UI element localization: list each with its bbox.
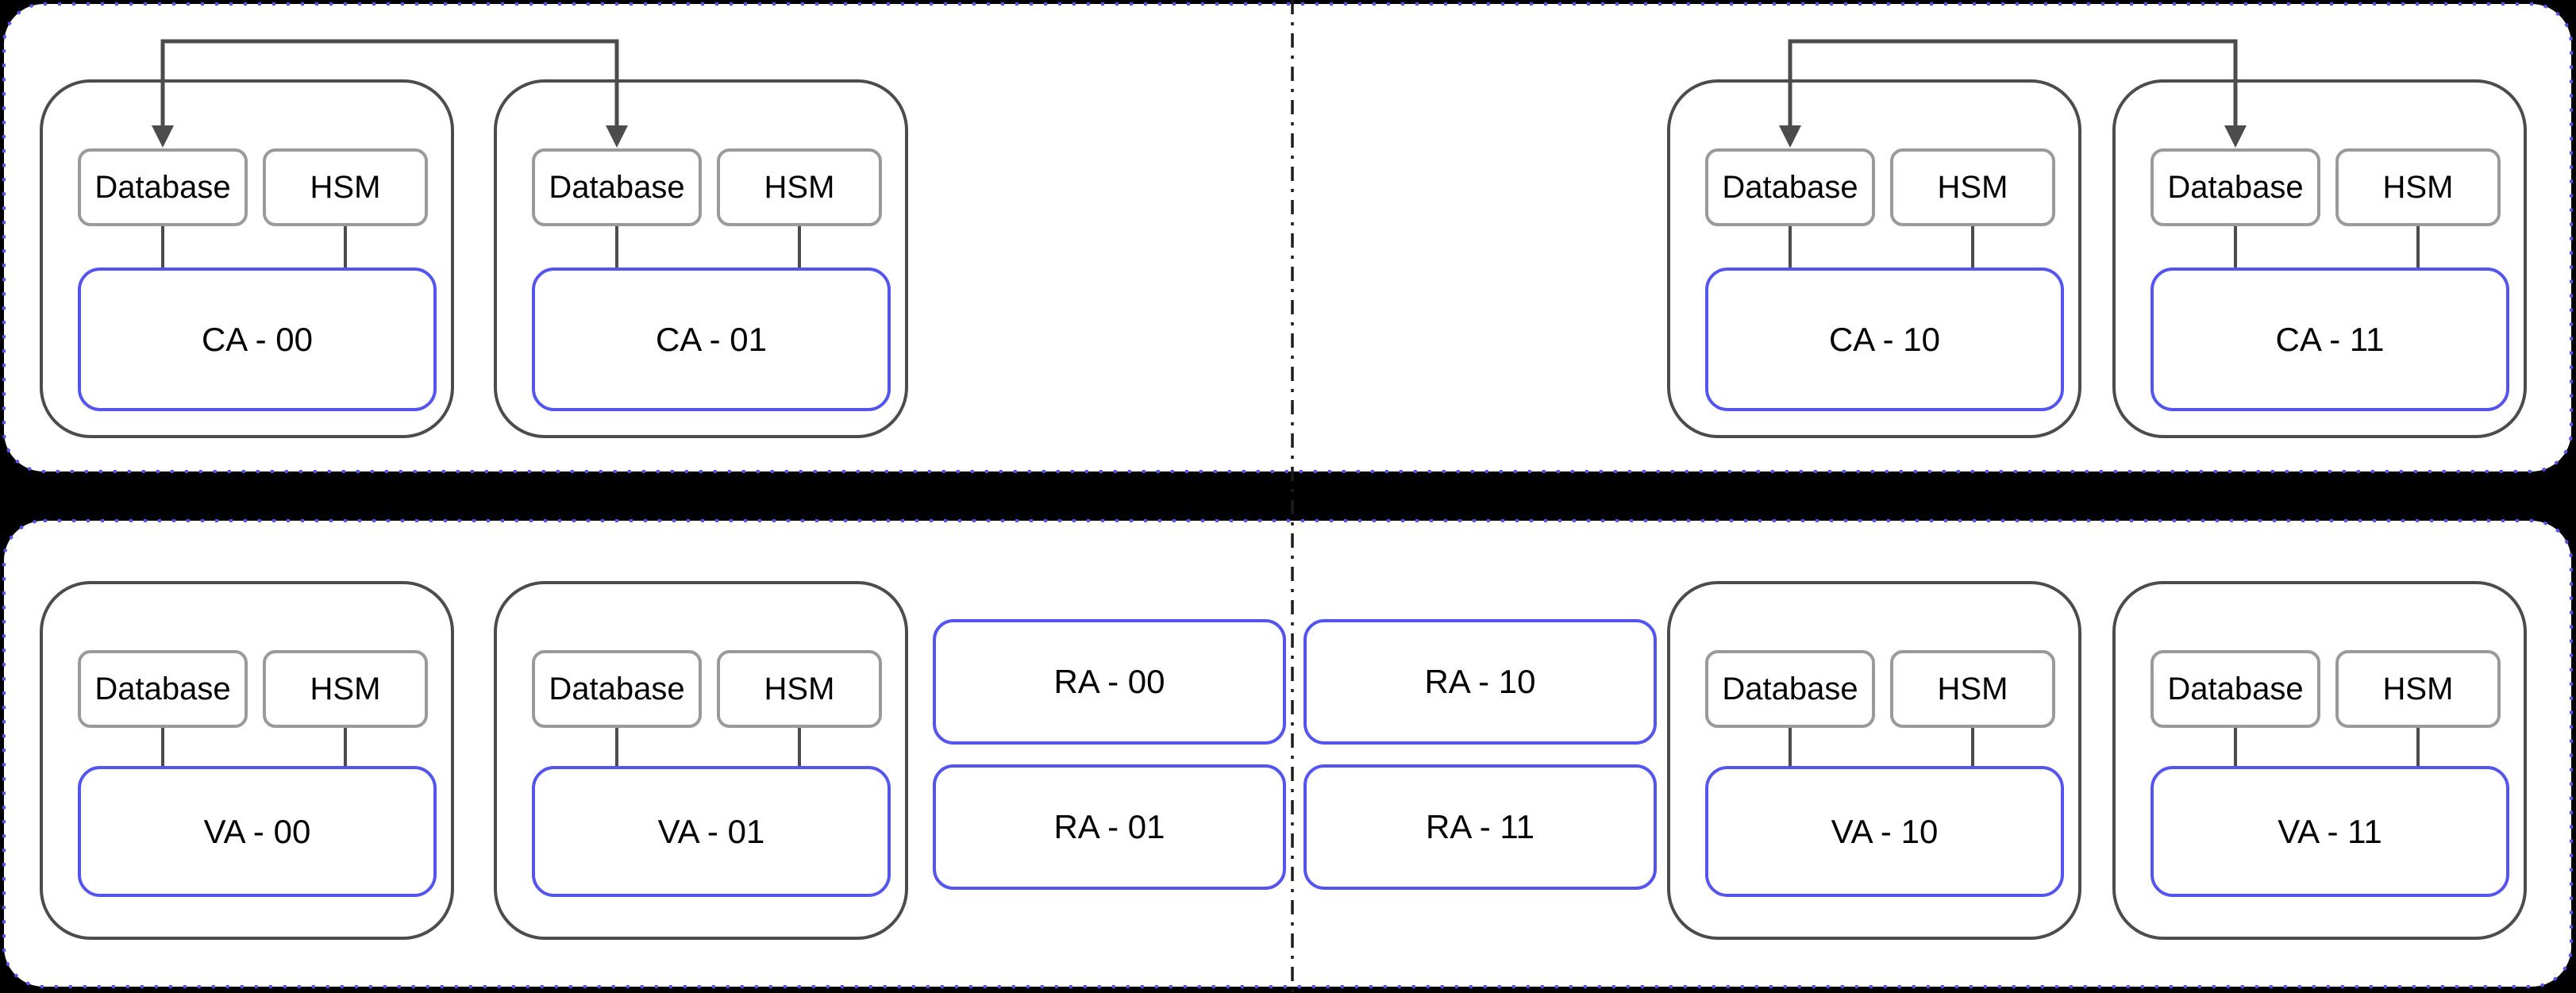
database-box: Database — [1705, 650, 1875, 728]
hsm-label: HSM — [2382, 169, 2454, 205]
va-00-node: VA - 00 — [78, 766, 437, 897]
database-label: Database — [2167, 671, 2304, 706]
ra-00-label: RA - 00 — [1053, 663, 1165, 700]
va-01-node: VA - 01 — [532, 766, 891, 897]
database-box: Database — [2151, 148, 2320, 226]
ca-11-node: CA - 11 — [2151, 267, 2509, 411]
va-11-label: VA - 11 — [2278, 812, 2382, 850]
hsm-box: HSM — [2335, 148, 2501, 226]
database-label: Database — [2167, 169, 2304, 205]
database-label: Database — [1722, 169, 1858, 205]
ra-01-node: RA - 01 — [933, 764, 1286, 890]
hsm-box: HSM — [1890, 148, 2055, 226]
ca-00-node: CA - 00 — [78, 267, 437, 411]
hsm-box: HSM — [717, 148, 882, 226]
va-11-node: VA - 11 — [2151, 766, 2509, 897]
hsm-label: HSM — [2382, 671, 2454, 706]
group-ca-10: Database HSM CA - 10 — [1667, 79, 2081, 438]
database-label: Database — [94, 169, 231, 205]
ra-10-node: RA - 10 — [1303, 619, 1657, 745]
va-10-node: VA - 10 — [1705, 766, 2064, 897]
database-box: Database — [78, 650, 248, 728]
database-box: Database — [78, 148, 248, 226]
ca-01-node: CA - 01 — [532, 267, 891, 411]
database-box: Database — [532, 148, 702, 226]
database-label: Database — [549, 169, 685, 205]
hsm-label: HSM — [310, 169, 381, 205]
va-01-label: VA - 01 — [657, 812, 765, 850]
ra-11-node: RA - 11 — [1303, 764, 1657, 890]
group-ca-00: Database HSM CA - 00 — [40, 79, 454, 438]
hsm-box: HSM — [263, 148, 428, 226]
hsm-label: HSM — [1937, 169, 2008, 205]
group-ca-01: Database HSM CA - 01 — [494, 79, 908, 438]
ra-10-label: RA - 10 — [1424, 663, 1536, 700]
group-va-01: Database HSM VA - 01 — [494, 581, 908, 940]
database-box: Database — [1705, 148, 1875, 226]
group-ca-11: Database HSM CA - 11 — [2112, 79, 2527, 438]
database-label: Database — [94, 671, 231, 706]
ra-11-label: RA - 11 — [1426, 808, 1534, 845]
hsm-label: HSM — [764, 169, 835, 205]
database-label: Database — [1722, 671, 1858, 706]
ca-00-label: CA - 00 — [201, 320, 314, 358]
database-box: Database — [532, 650, 702, 728]
group-va-00: Database HSM VA - 00 — [40, 581, 454, 940]
ca-11-label: CA - 11 — [2275, 320, 2385, 358]
hsm-box: HSM — [2335, 650, 2501, 728]
ca-10-node: CA - 10 — [1705, 267, 2064, 411]
va-00-label: VA - 00 — [203, 812, 311, 850]
group-va-10: Database HSM VA - 10 — [1667, 581, 2081, 940]
hsm-box: HSM — [717, 650, 882, 728]
database-label: Database — [549, 671, 685, 706]
ca-01-label: CA - 01 — [655, 320, 768, 358]
hsm-label: HSM — [1937, 671, 2008, 706]
hsm-box: HSM — [263, 650, 428, 728]
hsm-label: HSM — [310, 671, 381, 706]
ra-00-node: RA - 00 — [933, 619, 1286, 745]
group-va-11: Database HSM VA - 11 — [2112, 581, 2527, 940]
hsm-box: HSM — [1890, 650, 2055, 728]
hsm-label: HSM — [764, 671, 835, 706]
database-box: Database — [2151, 650, 2320, 728]
ca-10-label: CA - 10 — [1828, 320, 1941, 358]
ra-01-label: RA - 01 — [1053, 808, 1165, 845]
va-10-label: VA - 10 — [1831, 812, 1939, 850]
